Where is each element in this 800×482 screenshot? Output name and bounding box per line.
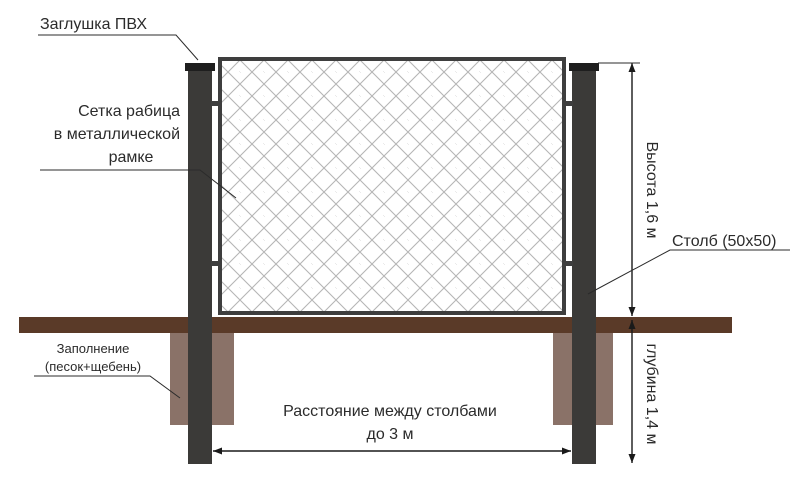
label-fill-line2: (песок+щебень) bbox=[45, 359, 141, 374]
bracket-left-top bbox=[211, 101, 221, 106]
pvc-cap-right bbox=[569, 63, 599, 71]
bracket-left-bottom bbox=[211, 261, 221, 266]
label-pvc-cap: Заглушка ПВХ bbox=[40, 16, 147, 33]
post-leader bbox=[587, 249, 790, 295]
label-distance-line2: до 3 м bbox=[366, 426, 413, 443]
label-mesh-line2: в металлической bbox=[54, 126, 180, 143]
label-mesh-line1: Сетка рабица bbox=[78, 103, 180, 120]
bracket-right-top bbox=[563, 101, 573, 106]
label-height: Высота 1,6 м bbox=[643, 141, 660, 238]
label-distance-line1: Расстояние между столбами bbox=[283, 403, 497, 420]
cap-leader bbox=[38, 34, 199, 61]
label-post: Столб (50х50) bbox=[672, 233, 776, 250]
label-depth: глубина 1,4 м bbox=[643, 344, 660, 445]
label-mesh-line3: рамке bbox=[109, 149, 154, 166]
post-right bbox=[572, 70, 596, 464]
mesh-leader bbox=[40, 169, 237, 199]
fill-leader bbox=[34, 375, 181, 399]
post-left bbox=[188, 70, 212, 464]
pvc-cap-left bbox=[185, 63, 215, 71]
ground-strip bbox=[19, 317, 732, 333]
bracket-right-bottom bbox=[563, 261, 573, 266]
chainlink-mesh bbox=[222, 61, 562, 311]
label-fill-line1: Заполнение bbox=[57, 341, 130, 356]
